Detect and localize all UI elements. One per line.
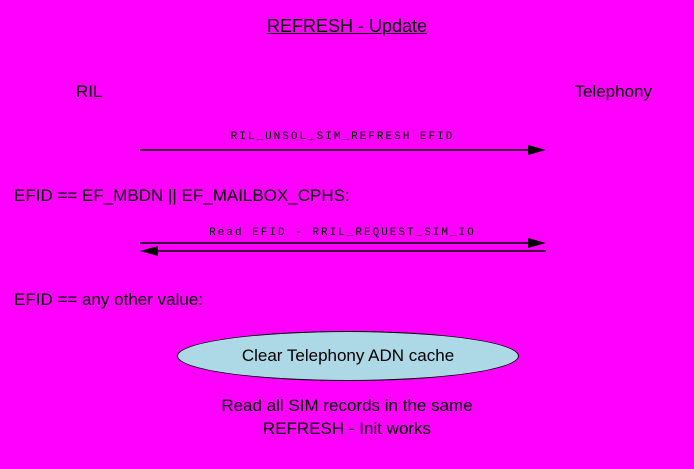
condition-any-other-value: EFID == any other value: [14,290,203,309]
footer-note: Read all SIM records in the same REFRESH… [0,394,694,440]
arrow-read-efid-response [140,246,546,256]
condition-mbdn-mailbox: EFID == EF_MBDN || EF_MAILBOX_CPHS: [14,186,350,205]
footer-note-line1: Read all SIM records in the same [221,396,473,415]
arrow1-label: RIL_UNSOL_SIM_REFRESH EFID [230,131,455,143]
clear-adn-cache-label: Clear Telephony ADN cache [241,346,455,365]
arrow-read-efid-request [140,238,546,248]
clear-adn-cache-ellipse: Clear Telephony ADN cache [177,331,519,381]
actor-ril: RIL [76,82,103,101]
arrow-refresh-efid [140,145,546,155]
arrow2-label: Read EFID - RRIL_REQUEST_SIM_IO [209,227,476,239]
footer-note-line2: REFRESH - Init works [262,419,432,438]
actor-telephony: Telephony [574,82,652,101]
diagram-title: REFRESH - Update [266,16,428,36]
